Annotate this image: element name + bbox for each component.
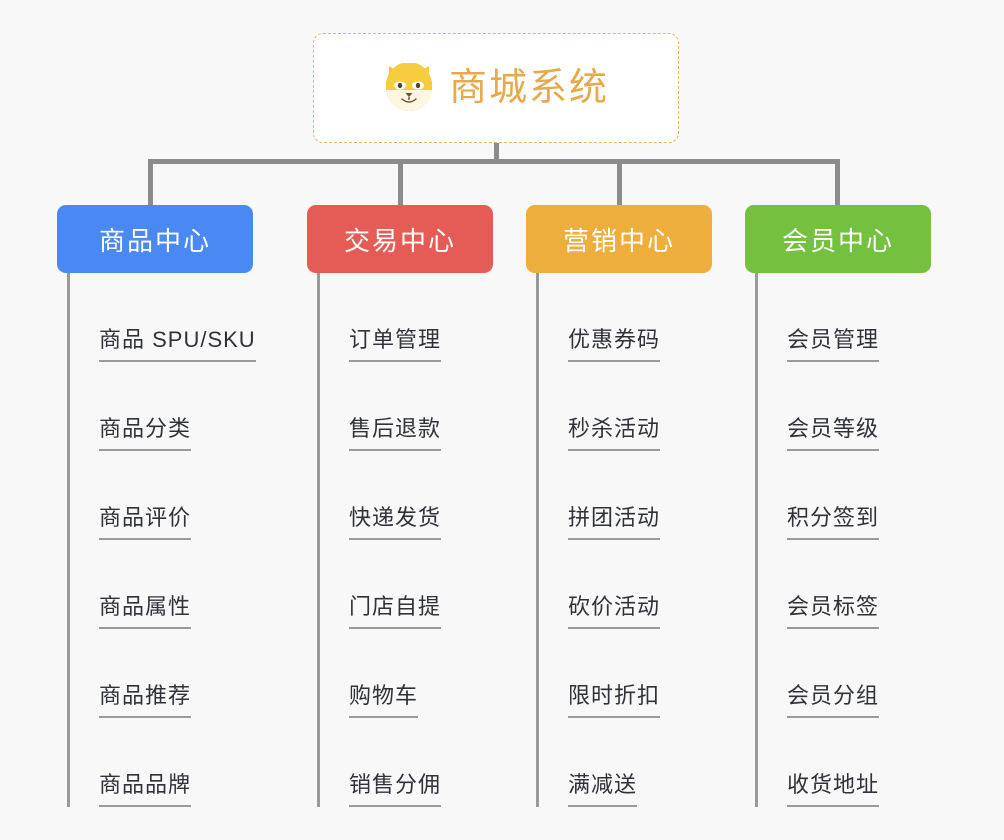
- leaf-label: 会员管理: [787, 329, 880, 362]
- leaf-label: 快递发货: [349, 507, 442, 540]
- leaf-item[interactable]: 商品推荐: [57, 629, 253, 718]
- leaf-item[interactable]: 商品评价: [57, 451, 253, 540]
- leaf-label: 售后退款: [349, 418, 442, 451]
- branch-header-1[interactable]: 商品中心: [57, 205, 253, 273]
- connector-drop-2: [398, 159, 403, 207]
- leaf-item[interactable]: 商品品牌: [57, 718, 253, 807]
- connector-root-stem: [494, 143, 499, 161]
- branch-header-2[interactable]: 交易中心: [307, 205, 493, 273]
- leaf-label: 限时折扣: [568, 685, 661, 718]
- connector-drop-4: [835, 159, 840, 207]
- leaf-item[interactable]: 优惠券码: [526, 273, 712, 362]
- leaf-item[interactable]: 售后退款: [307, 362, 493, 451]
- leaf-item[interactable]: 秒杀活动: [526, 362, 712, 451]
- leaf-item[interactable]: 限时折扣: [526, 629, 712, 718]
- branch-header-label-4: 会员中心: [781, 225, 894, 256]
- leaf-label: 购物车: [349, 685, 419, 718]
- leaf-label: 秒杀活动: [568, 418, 661, 451]
- leaf-item[interactable]: 收货地址: [745, 718, 931, 807]
- leaf-label: 砍价活动: [568, 596, 661, 629]
- leaf-item[interactable]: 商品分类: [57, 362, 253, 451]
- leaf-item[interactable]: 商品属性: [57, 540, 253, 629]
- leaf-label: 会员标签: [787, 596, 880, 629]
- branch-header-label-1: 商品中心: [98, 225, 211, 256]
- leaf-item[interactable]: 满减送: [526, 718, 712, 807]
- leaf-label: 销售分佣: [349, 774, 442, 807]
- leaf-label: 商品推荐: [99, 685, 192, 718]
- shiba-dog-icon: [385, 63, 432, 111]
- leaf-label: 优惠券码: [568, 329, 661, 362]
- leaf-item[interactable]: 购物车: [307, 629, 493, 718]
- branch-header-label-2: 交易中心: [343, 225, 456, 256]
- leaf-label: 门店自提: [349, 596, 442, 629]
- leaf-label: 积分签到: [787, 507, 880, 540]
- leaf-item[interactable]: 会员分组: [745, 629, 931, 718]
- leaf-item[interactable]: 拼团活动: [526, 451, 712, 540]
- leaf-label: 收货地址: [787, 774, 880, 807]
- leaf-item[interactable]: 会员管理: [745, 273, 931, 362]
- root-node[interactable]: 商城系统: [313, 33, 679, 143]
- leaf-list-4: 会员管理 会员等级 积分签到 会员标签 会员分组 收货地址: [745, 273, 931, 807]
- branch-header-3[interactable]: 营销中心: [526, 205, 712, 273]
- leaf-label: 满减送: [568, 774, 638, 807]
- branch-header-label-3: 营销中心: [562, 225, 675, 256]
- connector-horizontal-bus: [148, 159, 840, 164]
- leaf-label: 拼团活动: [568, 507, 661, 540]
- branch-column-4: 会员中心 会员管理 会员等级 积分签到 会员标签 会员分组 收货地址: [745, 205, 931, 807]
- leaf-item[interactable]: 商品 SPU/SKU: [57, 273, 256, 362]
- leaf-list-1: 商品 SPU/SKU 商品分类 商品评价 商品属性 商品推荐 商品品牌: [57, 273, 256, 807]
- connector-drop-3: [617, 159, 622, 207]
- leaf-item[interactable]: 会员标签: [745, 540, 931, 629]
- branch-column-2: 交易中心 订单管理 售后退款 快递发货 门店自提 购物车 销售分佣: [307, 205, 493, 807]
- leaf-label: 商品 SPU/SKU: [99, 329, 256, 362]
- leaf-label: 商品评价: [99, 507, 192, 540]
- root-title: 商城系统: [448, 67, 609, 109]
- leaf-item[interactable]: 销售分佣: [307, 718, 493, 807]
- leaf-label: 订单管理: [349, 329, 442, 362]
- leaf-item[interactable]: 快递发货: [307, 451, 493, 540]
- leaf-item[interactable]: 会员等级: [745, 362, 931, 451]
- leaf-label: 商品属性: [99, 596, 192, 629]
- leaf-label: 会员分组: [787, 685, 880, 718]
- leaf-item[interactable]: 积分签到: [745, 451, 931, 540]
- leaf-item[interactable]: 订单管理: [307, 273, 493, 362]
- branch-column-1: 商品中心 商品 SPU/SKU 商品分类 商品评价 商品属性 商品推荐 商品品牌: [57, 205, 256, 807]
- leaf-label: 商品分类: [99, 418, 192, 451]
- branch-column-3: 营销中心 优惠券码 秒杀活动 拼团活动 砍价活动 限时折扣 满减送: [526, 205, 712, 807]
- connector-drop-1: [148, 159, 153, 207]
- leaf-list-3: 优惠券码 秒杀活动 拼团活动 砍价活动 限时折扣 满减送: [526, 273, 712, 807]
- leaf-item[interactable]: 砍价活动: [526, 540, 712, 629]
- leaf-label: 会员等级: [787, 418, 880, 451]
- leaf-label: 商品品牌: [99, 774, 192, 807]
- leaf-item[interactable]: 门店自提: [307, 540, 493, 629]
- leaf-list-2: 订单管理 售后退款 快递发货 门店自提 购物车 销售分佣: [307, 273, 493, 807]
- branch-header-4[interactable]: 会员中心: [745, 205, 931, 273]
